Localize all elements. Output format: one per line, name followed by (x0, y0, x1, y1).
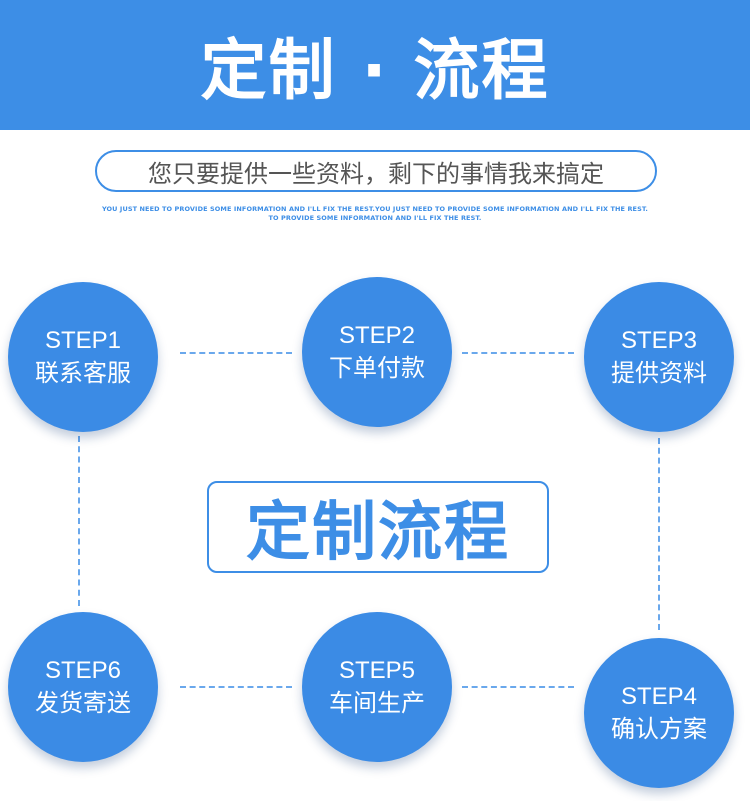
center-title-box: 定制流程 (207, 481, 549, 573)
english-subtitle-line-1: YOU JUST NEED TO PROVIDE SOME INFORMATIO… (101, 205, 648, 213)
subtitle-text: 您只要提供一些资料，剩下的事情我来搞定 (148, 159, 604, 188)
step4-circle: STEP4 确认方案 (584, 638, 734, 788)
step6-circle: STEP6 发货寄送 (8, 612, 158, 762)
connector-step3-step4 (658, 438, 660, 630)
subtitle-pill: 您只要提供一些资料，剩下的事情我来搞定 (95, 150, 657, 192)
center-title: 定制流程 (246, 496, 510, 570)
step6-label: 发货寄送 (35, 689, 131, 717)
english-subtitle-line-2: TO PROVIDE SOME INFORMATION AND I'LL FIX… (268, 214, 482, 222)
step1-number: STEP1 (44, 327, 122, 354)
header-banner: 定制 · 流程 (0, 0, 750, 130)
connector-step1-step2 (180, 352, 292, 354)
connector-step2-step3 (462, 352, 574, 354)
step2-circle: STEP2 下单付款 (302, 277, 452, 427)
step2-number: STEP2 (338, 322, 416, 349)
step3-label: 提供资料 (611, 359, 707, 387)
connector-step6-step5 (180, 686, 292, 688)
connector-step5-step4 (462, 686, 574, 688)
step3-number: STEP3 (620, 327, 698, 354)
step1-label: 联系客服 (35, 359, 131, 387)
connector-step1-step6 (78, 436, 80, 606)
step4-label: 确认方案 (611, 715, 707, 743)
step1-circle: STEP1 联系客服 (8, 282, 158, 432)
step5-label: 车间生产 (329, 689, 425, 717)
step3-circle: STEP3 提供资料 (584, 282, 734, 432)
step5-number: STEP5 (338, 657, 416, 684)
page-title: 定制 · 流程 (200, 32, 550, 109)
step4-number: STEP4 (620, 683, 698, 710)
step5-circle: STEP5 车间生产 (302, 612, 452, 762)
step6-number: STEP6 (44, 657, 122, 684)
step2-label: 下单付款 (329, 354, 425, 382)
